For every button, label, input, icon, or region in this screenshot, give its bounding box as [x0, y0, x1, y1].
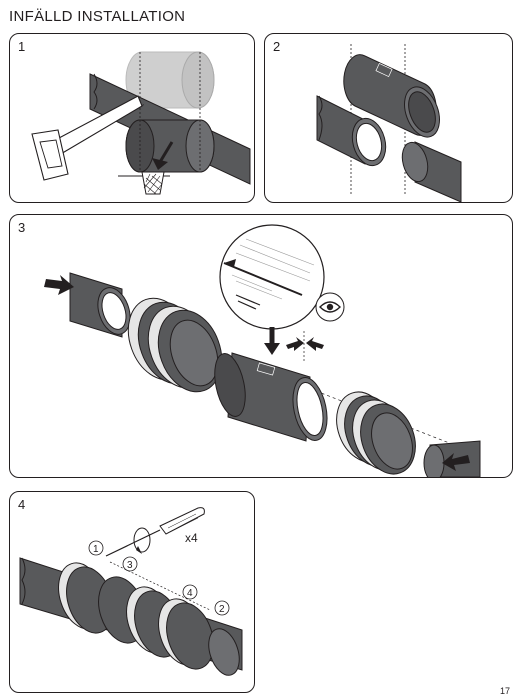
svg-text:4: 4: [187, 588, 193, 599]
label-detail-magnifier: [219, 224, 325, 330]
step-4-illustration: x4 1 3 4 2: [19, 507, 243, 676]
step-marker-2: 2: [214, 600, 230, 616]
trash-bin-icon: [118, 171, 170, 195]
installed-pipe-assembly: [19, 557, 243, 676]
step-marker-3: 3: [122, 556, 138, 572]
removed-pipe-section: [125, 51, 215, 109]
step-marker-1: 1: [88, 540, 104, 556]
central-sleeve: [214, 352, 328, 442]
right-pipe-stub: [401, 141, 462, 202]
rotate-arrow-icon: [133, 527, 151, 554]
push-arrow-icon: [44, 275, 74, 295]
step-number: 2: [273, 39, 281, 54]
step-number: 1: [18, 39, 26, 54]
step-3-illustration: [44, 224, 481, 477]
step-number: 3: [18, 220, 26, 235]
right-rubber-coupling: [336, 391, 416, 475]
saw-icon: [31, 95, 143, 181]
page-title: INFÄLLD INSTALLATION: [9, 8, 186, 25]
svg-text:1: 1: [93, 544, 99, 555]
step-2-illustration: [316, 44, 462, 202]
page-number: 17: [499, 686, 510, 696]
left-pipe-end: [69, 272, 131, 338]
step-marker-4: 4: [182, 584, 198, 600]
left-pipe-stub: [316, 95, 387, 167]
coupling-sleeve: [343, 54, 440, 138]
step-number: 4: [18, 497, 26, 512]
eye-icon: [315, 292, 345, 322]
multiplier-label: x4: [185, 531, 198, 545]
step-1-illustration: [31, 51, 251, 195]
step-2-panel: 2: [264, 33, 513, 203]
svg-text:2: 2: [219, 604, 225, 615]
left-rubber-coupling: [127, 297, 223, 393]
screwdriver-icon: [105, 507, 205, 557]
step-1-panel: 1: [9, 33, 255, 203]
step-3-panel: 3: [9, 214, 513, 478]
step-4-panel: 4 x4 1 3 4 2: [9, 491, 255, 693]
svg-text:3: 3: [127, 560, 133, 571]
push-arrow-icon: [442, 453, 470, 471]
